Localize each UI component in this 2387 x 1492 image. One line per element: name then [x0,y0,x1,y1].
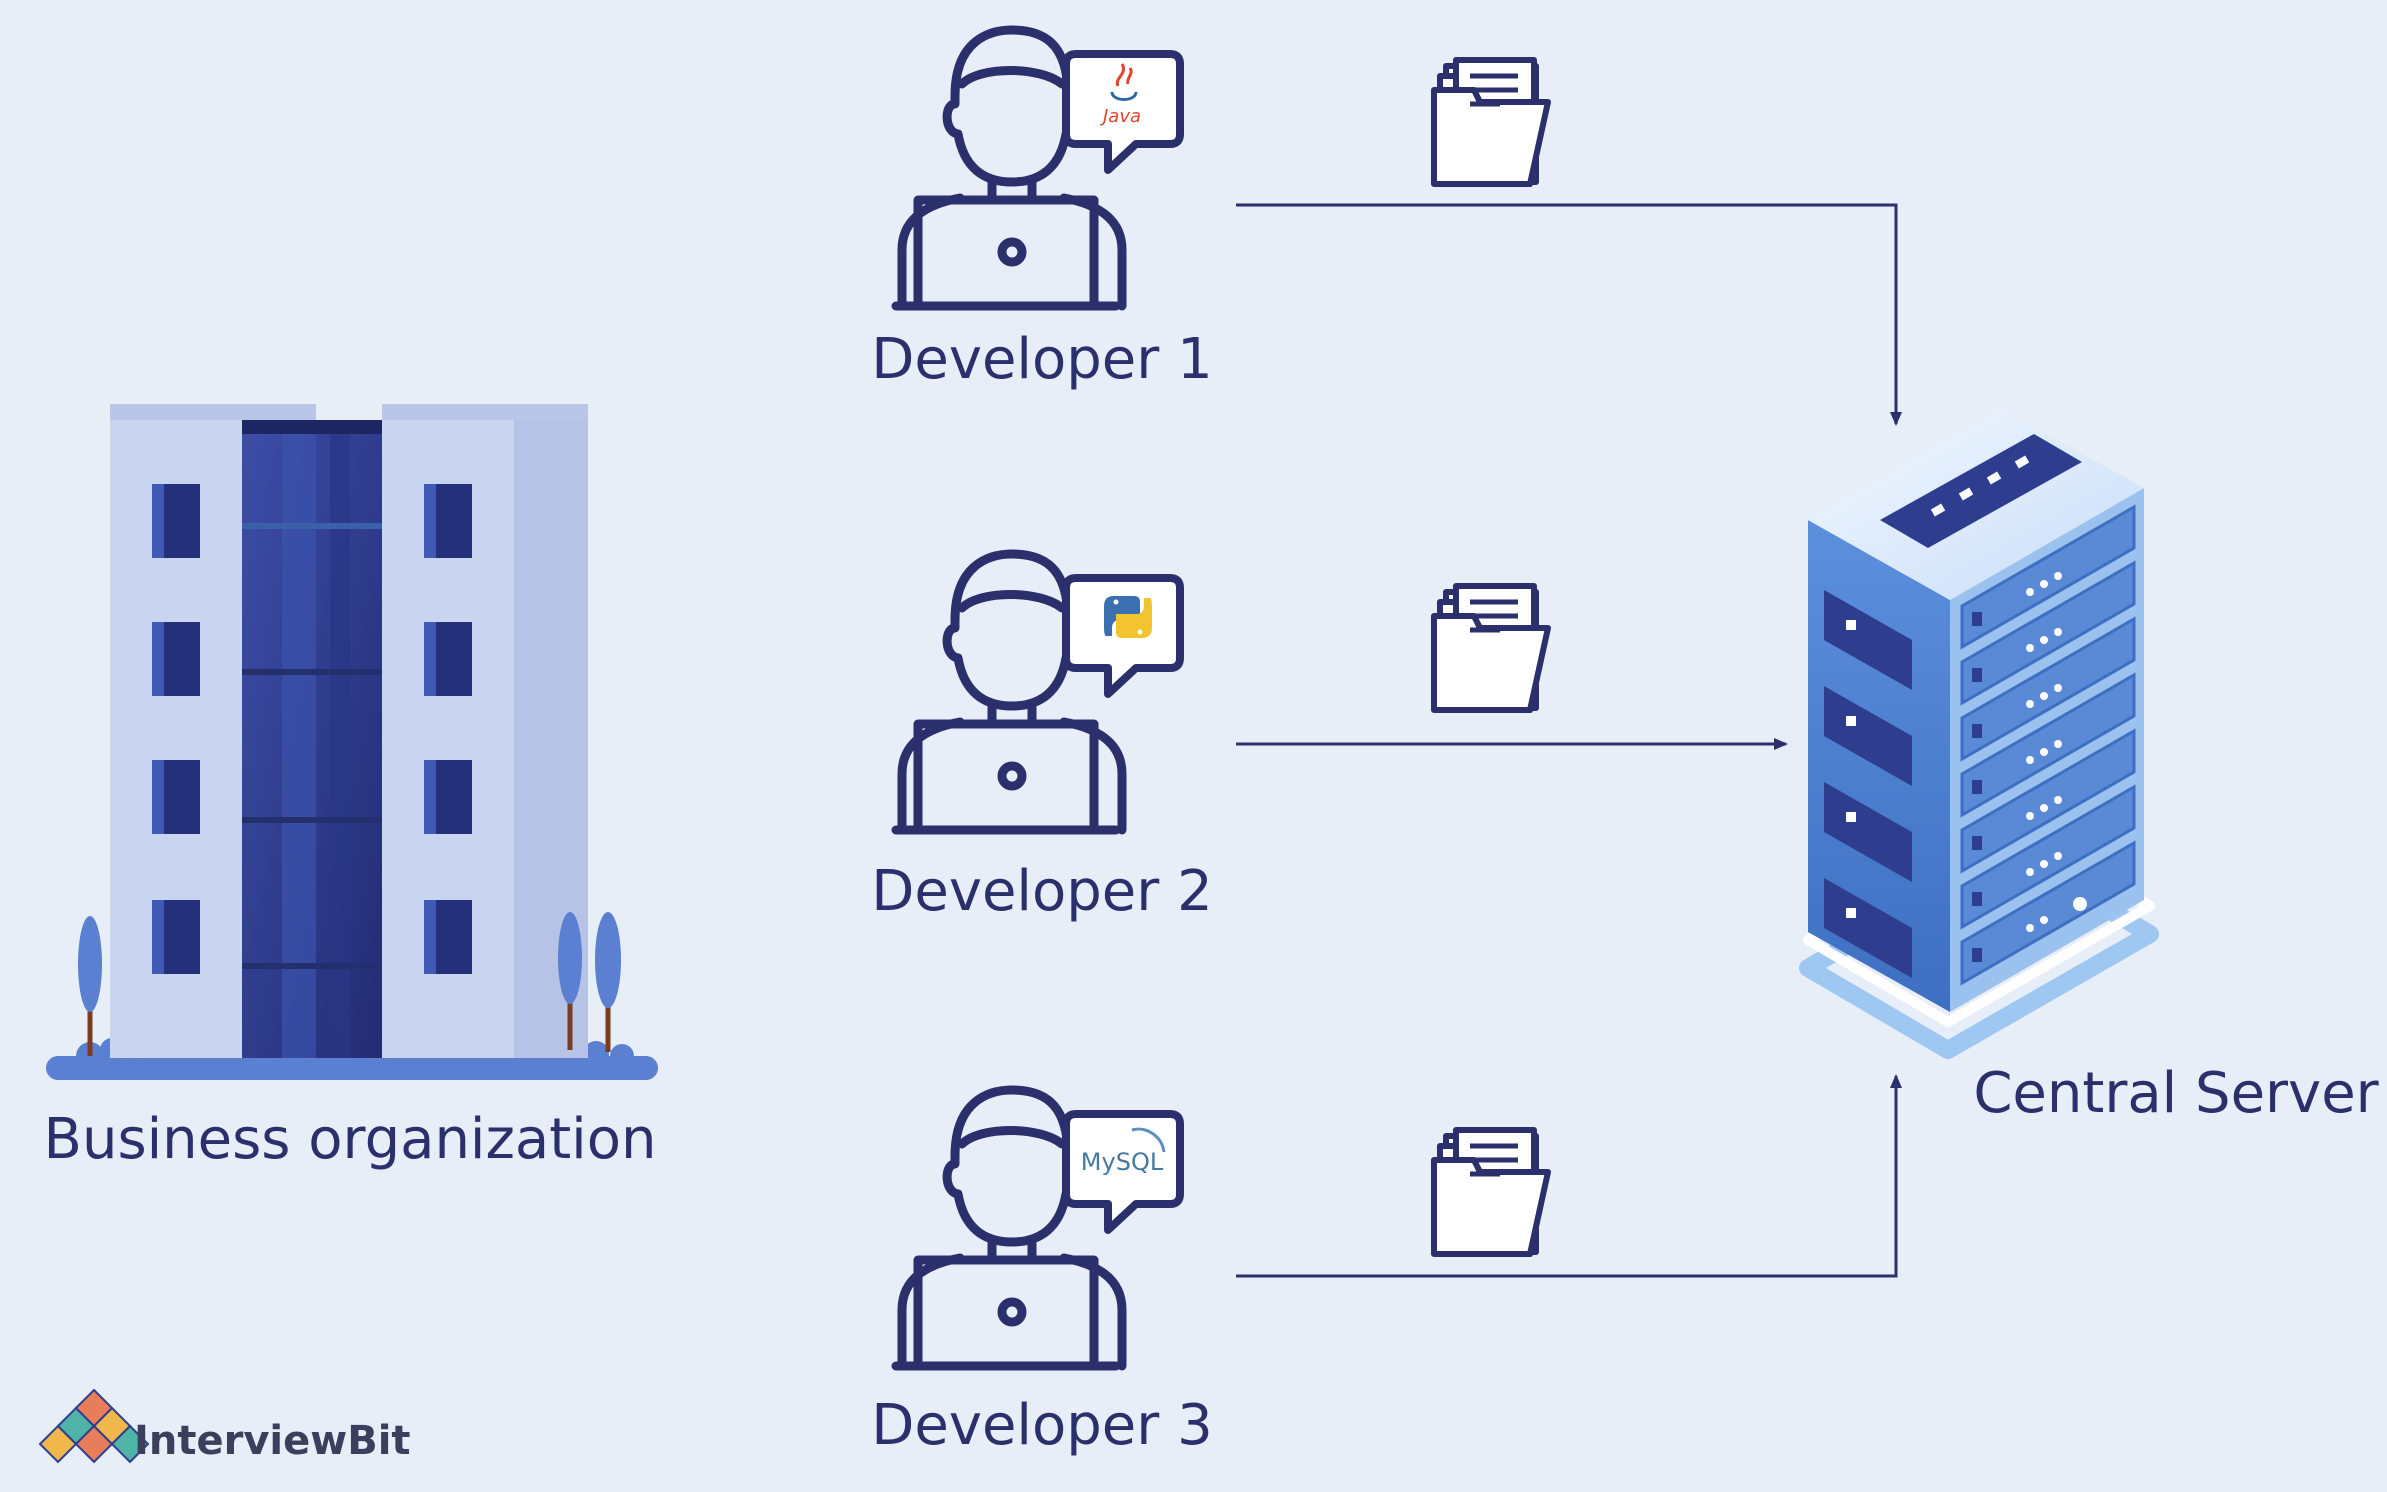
developer-1-icon: Java [891,25,1184,311]
speech-bubble-java [1062,50,1184,174]
python-logo-icon [1104,596,1152,638]
developer-3-icon: MySQL [891,1085,1184,1371]
connector-developer-1 [1236,203,1902,426]
connectors [1236,203,1902,1278]
speech-bubble-mysql [1062,1110,1184,1234]
developer-1-label: Developer 1 [871,327,1212,392]
server-label: Central Server [1973,1061,2379,1126]
business-label: Business organization [44,1107,657,1172]
tower-floor-lines [242,523,382,969]
developer-2-label: Developer 2 [871,859,1212,924]
connector-developer-3 [1236,1074,1902,1278]
business-building-icon [46,404,658,1080]
file-folder-icon [1431,1127,1551,1257]
interviewbit-logo-icon [38,1388,150,1464]
central-server-icon [1799,408,2159,1059]
java-text: Java [1100,106,1141,127]
ground-strip [46,1056,658,1080]
file-folder-icon [1431,57,1551,187]
developer-2-icon [891,549,1184,835]
mysql-text: MySQL [1081,1148,1164,1176]
mysql-logo-icon: MySQL [1081,1127,1166,1176]
developer-3-label: Developer 3 [871,1393,1212,1458]
file-folder-icon [1431,583,1551,713]
brand-name: InterviewBit [134,1418,411,1464]
trees [78,912,621,1056]
java-logo-icon: Java [1100,63,1141,127]
